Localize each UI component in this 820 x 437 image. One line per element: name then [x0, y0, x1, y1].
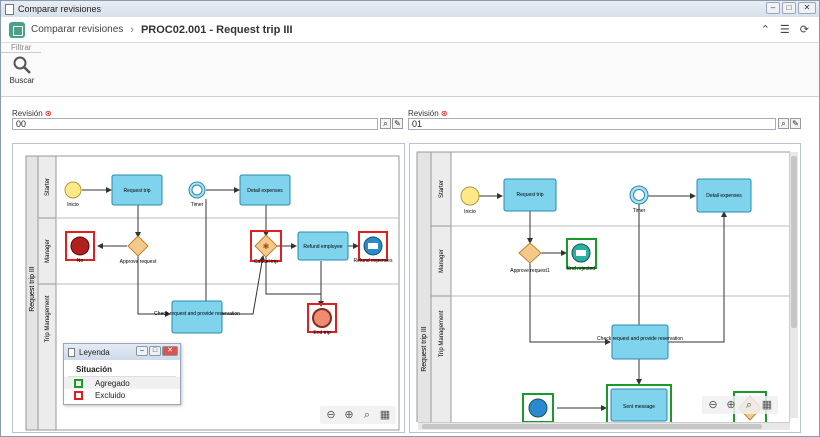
breadcrumb-separator: › — [130, 23, 134, 36]
list-icon[interactable]: ☰ — [779, 24, 790, 36]
right-diagram-panel: Request trip III Starter Manager Trip Ma… — [409, 143, 801, 433]
legend-added-label: Agregado — [95, 378, 130, 388]
right-lane-trip: Trip Management — [439, 310, 445, 357]
left-lane-manager: Manager — [45, 239, 51, 263]
revision-left-label: Revisión ⊛ — [12, 109, 52, 118]
revision-left-search-button[interactable]: ⌕ — [380, 118, 391, 129]
legend-window[interactable]: Leyenda – □ ✕ Situación Agregado Excluid… — [63, 343, 181, 405]
legend-row-added: Agregado — [64, 377, 180, 389]
collapse-icon[interactable]: ⌃ — [760, 24, 770, 36]
legend-row-removed: Excluido — [64, 389, 180, 401]
revision-right-label: Revisión ⊛ — [408, 109, 448, 118]
title-bar: Comparar revisiones – □ ✕ — [1, 1, 819, 17]
minimize-button[interactable]: – — [766, 2, 780, 14]
revision-right-search-button[interactable]: ⌕ — [778, 118, 789, 129]
left-gateway-cancel: Cancel trip — [254, 259, 278, 265]
right-gateway-approve: Approve request1 — [510, 268, 550, 274]
left-lane-trip: Trip Management — [45, 295, 51, 342]
left-task-detail: Detail expenses — [247, 188, 283, 194]
revision-right-clear-button[interactable]: ✎ — [790, 118, 801, 129]
export-icon[interactable]: ▦ — [761, 399, 773, 411]
legend-maximize-button[interactable]: □ — [149, 346, 161, 356]
right-horizontal-scrollbar[interactable] — [418, 422, 790, 430]
zoom-out-icon[interactable]: ⊖ — [326, 409, 336, 421]
window-title: Comparar revisiones — [18, 4, 102, 14]
page-title: PROC02.001 - Request trip III — [140, 23, 293, 36]
left-end-no-label: No — [77, 258, 84, 264]
toolbar: Filtrar Buscar — [1, 43, 819, 97]
left-timer-label: Timer — [191, 202, 204, 208]
breadcrumb[interactable]: Comparar revisiones — [31, 24, 124, 35]
legend-minimize-button[interactable]: – — [136, 346, 148, 356]
window-controls: – □ ✕ — [766, 2, 816, 14]
legend-close-button[interactable]: ✕ — [162, 346, 178, 356]
left-task-check: Check request and provide reservation — [154, 311, 240, 317]
svg-text:✱: ✱ — [263, 242, 270, 251]
right-vertical-scrollbar[interactable] — [789, 152, 798, 418]
left-end-trip: End trip — [313, 330, 330, 336]
left-zoom-tools: ⊖ ⊕ ⌕ ▦ — [320, 406, 396, 424]
left-task-refund: Refund employee — [303, 244, 342, 250]
export-icon[interactable]: ▦ — [379, 409, 391, 421]
removed-swatch — [74, 390, 83, 400]
search-button[interactable]: Buscar — [7, 55, 37, 91]
page-header: Comparar revisiones › PROC02.001 - Reque… — [1, 17, 819, 43]
close-button[interactable]: ✕ — [798, 2, 816, 14]
revision-left-clear-button[interactable]: ✎ — [392, 118, 403, 129]
revision-left-field[interactable]: 00 — [12, 118, 378, 130]
zoom-in-icon[interactable]: ⊕ — [344, 409, 354, 421]
left-msg-refund: Refund expenses — [354, 258, 393, 264]
right-lane-starter: Starter — [439, 180, 445, 198]
left-gateway-approve: Approve request — [120, 259, 157, 265]
right-zoom-tools: ⊖ ⊕ ⌕ ▦ — [702, 396, 778, 414]
zoom-fit-icon[interactable]: ⌕ — [745, 399, 753, 411]
legend-titlebar[interactable]: Leyenda – □ ✕ — [64, 344, 180, 360]
left-pool-label: Request trip III — [29, 266, 36, 312]
right-start-label: Inicio — [464, 209, 476, 215]
filter-group-label: Filtrar — [11, 43, 32, 52]
right-end-rejected: End rejected — [567, 266, 595, 272]
left-start-label: Inicio — [67, 202, 79, 208]
right-pool-label: Request trip III — [421, 326, 428, 372]
zoom-in-icon[interactable]: ⊕ — [726, 399, 736, 411]
search-icon — [13, 56, 31, 74]
maximize-button[interactable]: □ — [782, 2, 796, 14]
app-logo-icon — [9, 21, 25, 38]
right-timer-label: Timer — [633, 208, 646, 214]
legend-removed-label: Excluido — [95, 390, 126, 400]
right-lane-manager: Manager — [439, 249, 445, 273]
right-task-detail: Detail expenses — [706, 193, 742, 199]
left-task-request: Request trip — [124, 188, 151, 194]
left-lane-starter: Starter — [45, 178, 51, 196]
zoom-fit-icon[interactable]: ⌕ — [363, 409, 371, 421]
legend-doc-icon — [68, 347, 75, 357]
zoom-out-icon[interactable]: ⊖ — [708, 399, 718, 411]
right-diagram: Request trip III Starter Manager Trip Ma… — [416, 151, 790, 422]
right-task-sent: Sent message — [623, 404, 655, 410]
right-task-check: Check request and provide reservation — [597, 336, 683, 342]
search-button-label: Buscar — [9, 76, 35, 85]
document-icon — [5, 3, 14, 15]
header-actions: ⌃ ☰ ⟳ — [761, 23, 809, 36]
refresh-icon[interactable]: ⟳ — [799, 24, 809, 36]
legend-situation-header: Situación — [68, 360, 176, 377]
legend-title: Leyenda — [79, 347, 110, 357]
added-swatch — [74, 378, 83, 388]
right-task-request: Request trip — [517, 192, 544, 198]
revision-right-field[interactable]: 01 — [408, 118, 776, 130]
